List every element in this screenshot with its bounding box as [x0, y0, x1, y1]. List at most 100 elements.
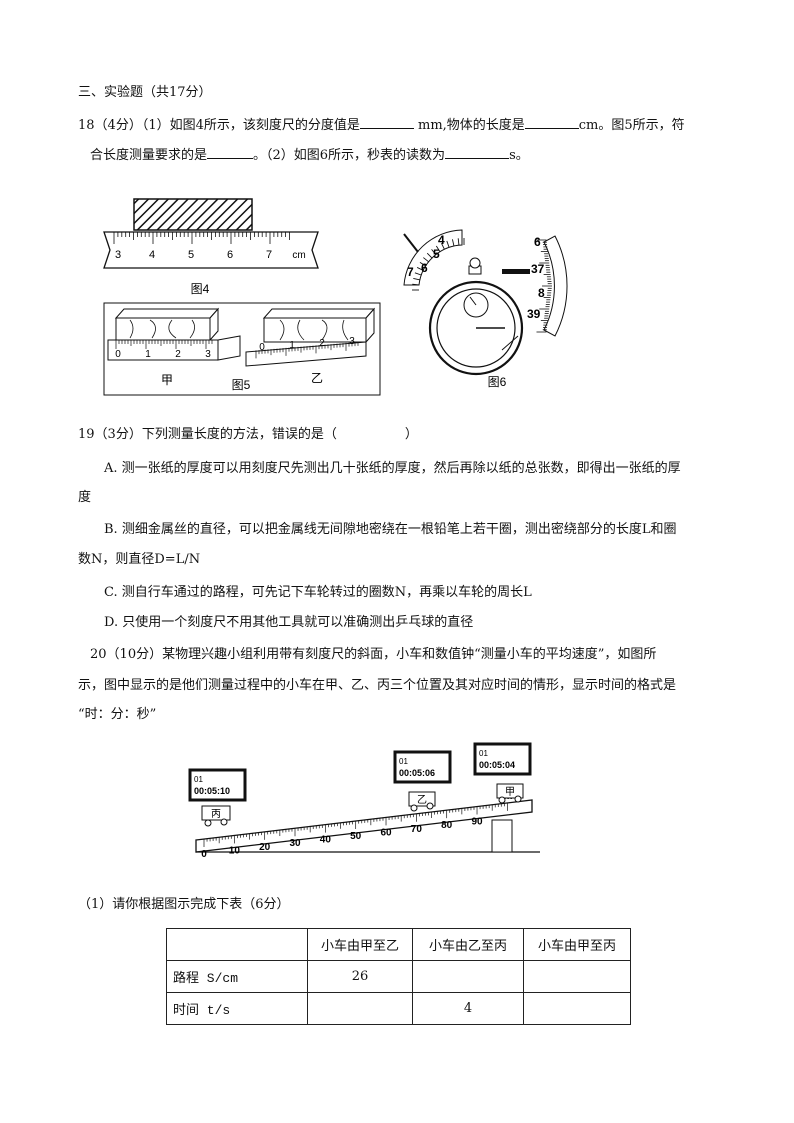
q19-option-b-cont: 数N，则直径D=L/N: [78, 552, 201, 567]
q18-text-2c: s。: [509, 148, 529, 163]
fig6-caption: 图6: [488, 375, 507, 389]
clock-yi: 01 00:05:06: [393, 750, 452, 784]
table-header-row: 小车由甲至乙 小车由乙至丙 小车由甲至丙: [166, 928, 631, 961]
clock-label: 01: [194, 775, 203, 784]
q19-option-c[interactable]: C. 测自行车通过的路程，可先记下车轮转过的圈数N，再乘以车轮的周长L: [104, 585, 532, 600]
ruler-jia-end: [217, 335, 241, 361]
car-jia: 甲: [496, 783, 524, 804]
clock-label: 01: [479, 749, 488, 758]
figure-6: 4 5 6 7 6 37 8 39 图6: [403, 229, 568, 389]
ruler-label: 2: [175, 349, 181, 360]
q19-stem-end: ）: [404, 427, 418, 442]
q19-option-a[interactable]: A. 测一张纸的厚度可以用刻度尺先测出几十张纸的厚度，然后再除以纸的总张数，即得…: [104, 461, 681, 476]
table-row-label: 时间 t/s: [166, 992, 308, 1025]
leader-line: [501, 335, 519, 351]
fig4-caption: 图4: [191, 282, 210, 296]
small-dial-needle: [403, 233, 419, 253]
ruler-unit: cm: [292, 250, 305, 261]
table-row: 路程 S/cm 26: [166, 960, 631, 993]
dial-tick: [412, 283, 420, 286]
incline-ruler-label: 10: [229, 845, 241, 856]
q20-line2: 示，图中显示的是他们测量过程中的小车在甲、乙、丙三个位置及其对应时间的情形，显示…: [78, 678, 677, 693]
incline-ruler-label: 70: [411, 824, 423, 835]
dial-tick: [446, 240, 450, 248]
stopwatch-button[interactable]: [469, 257, 481, 269]
ruler-label: 5: [188, 249, 194, 261]
table-cell[interactable]: [412, 960, 524, 993]
q18-text-1a: 18（4分）（1）如图4所示，该刻度尺的分度值是: [78, 118, 360, 133]
table-cell[interactable]: [523, 960, 631, 993]
wood-block-top: [114, 308, 220, 319]
small-dial-label: 7: [407, 265, 414, 279]
car-label: 丙: [211, 809, 221, 820]
table-row-label: 路程 S/cm: [166, 960, 308, 993]
answer-blank-fig5[interactable]: [207, 146, 254, 159]
q19-stem-text: 19（3分）下列测量长度的方法，错误的是（: [78, 427, 337, 442]
q18-line2: 合长度测量要求的是 。（2）如图6所示，秒表的读数为 s。: [90, 146, 529, 165]
label-yi: 乙: [311, 371, 323, 385]
clock-time: 00:05:04: [479, 760, 515, 770]
q18-text-2b: 。（2）如图6所示，秒表的读数为: [253, 148, 446, 163]
fig5-caption: 图5: [232, 378, 251, 392]
big-dial-label: 37: [531, 262, 545, 276]
table-header-cell: 小车由甲至丙: [523, 928, 631, 961]
q18-text-2a: 合长度测量要求的是: [90, 148, 208, 163]
q19-stem: 19（3分）下列测量长度的方法，错误的是（ ）: [78, 426, 418, 444]
table-cell[interactable]: [523, 992, 631, 1025]
dial-tick: [416, 267, 424, 271]
ruler-label: 1: [145, 349, 151, 360]
wood-grain: [129, 319, 195, 339]
big-dial-label: 39: [527, 307, 541, 321]
q18-text-1c: cm。图5所示，符: [578, 118, 685, 133]
dial-tick: [414, 272, 422, 276]
clock-time: 00:05:10: [194, 786, 230, 796]
answer-blank-stopwatch[interactable]: [445, 146, 510, 159]
small-dial-label: 4: [438, 233, 445, 247]
answer-blank-length[interactable]: [524, 116, 579, 129]
wood-block-side: [209, 307, 219, 342]
dial-tick: [426, 252, 433, 259]
dial-tick: [423, 257, 430, 263]
incline-ruler: [195, 799, 533, 853]
hatched-block: [133, 198, 253, 231]
wood-block-side: [365, 307, 375, 344]
wood-grain: [279, 319, 349, 341]
figure-4: 3 4 5 6 7 cm 图4: [103, 198, 319, 296]
wood-block-top: [262, 308, 376, 319]
incline-ruler-label: 30: [289, 838, 301, 849]
ruler-label: 7: [266, 249, 272, 261]
table-header-cell: [166, 928, 308, 961]
dial-tick: [435, 245, 441, 253]
q20-sub1: （1）请你根据图示完成下表（6分）: [78, 897, 290, 912]
ruler-label: 3: [205, 349, 211, 360]
small-dial-label: 5: [433, 247, 440, 261]
ruler-label: 3: [349, 336, 355, 347]
big-dial-label: 8: [538, 286, 545, 300]
ruler-label: 2: [319, 338, 325, 349]
wood-block-left: [115, 317, 211, 341]
q18-figures: 3 4 5 6 7 cm 图4 0 1 2 3 甲 0 1 2 3 乙 图5: [103, 198, 568, 396]
table-cell[interactable]: 4: [412, 992, 524, 1025]
table-cell[interactable]: [307, 992, 413, 1025]
q19-option-d[interactable]: D. 只使用一个刻度尺不用其他工具就可以准确测出乒乓球的直径: [104, 615, 474, 630]
incline-ruler-label: 60: [380, 827, 392, 838]
dial-tick: [413, 277, 421, 281]
clock-label: 01: [399, 757, 408, 766]
dial-tick: [457, 238, 460, 246]
q20-line3: “时：分：秒”: [78, 707, 157, 722]
figure-5: 0 1 2 3 甲 0 1 2 3 乙 图5: [103, 302, 381, 396]
table-row: 时间 t/s 4: [166, 992, 631, 1025]
clock-bing: 01 00:05:10: [188, 768, 247, 802]
ruler-body: [103, 231, 319, 269]
table-cell[interactable]: 26: [307, 960, 413, 993]
label-jia: 甲: [161, 373, 173, 387]
big-dial-label: 6: [534, 235, 541, 249]
q19-option-b[interactable]: B. 测细金属丝的直径，可以把金属线无间隙地密绕在一根铅笔上若干圈，测出密绕部分…: [104, 522, 677, 537]
q18-text-1b: mm,物体的长度是: [413, 118, 525, 133]
ruler-label: 6: [227, 249, 233, 261]
big-dial-needle: [502, 269, 530, 274]
answer-blank-division[interactable]: [359, 116, 414, 129]
result-table: 小车由甲至乙 小车由乙至丙 小车由甲至丙 路程 S/cm 26 时间 t/s 4: [166, 928, 631, 1025]
fig5-frame: [103, 302, 381, 396]
